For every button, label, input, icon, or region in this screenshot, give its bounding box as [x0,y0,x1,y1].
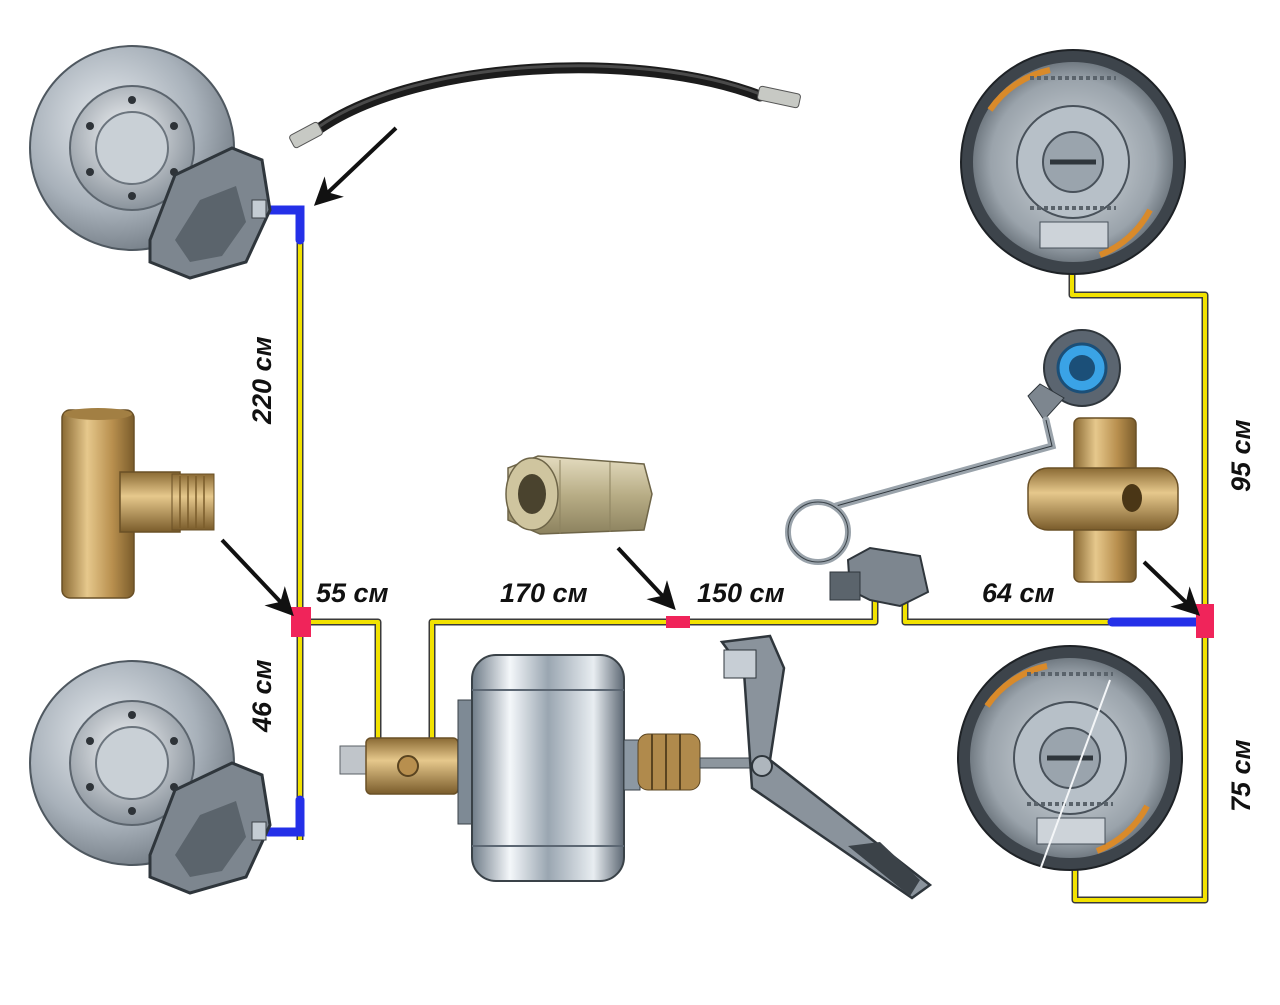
rear-drum-brake-icon [957,645,1183,871]
tee-fitting-front [291,607,311,637]
front-disc-brake-icon [29,45,272,280]
brake-pipe-network [296,230,1209,904]
arrow-nut-to-coupling [616,546,676,611]
label-front-left-riser: 220 см [247,336,277,425]
master-cylinder-icon [339,737,459,795]
front-disc-brake-lower [29,660,272,895]
label-regulator-to-rear-tee: 64 см [982,578,1055,608]
hose-front-left-lower [263,795,305,837]
brass-tee-part [61,408,215,599]
pressure-regulator-icon [785,329,1121,608]
brake-hose-part [289,62,801,149]
brass-tee-fitting-icon [61,408,215,599]
coupling-nut-part [505,455,653,535]
front-disc-brake-icon [29,660,272,895]
label-rear-tee-to-lower-drum: 75 см [1226,739,1256,812]
brake-pedal-part [719,634,933,900]
label-rear-tee-to-upper-drum: 95 см [1226,419,1256,492]
rear-drum-brake-lower [957,645,1183,871]
label-front-left-lower: 46 см [247,659,277,733]
brake-pedal-icon [719,634,933,900]
coupling-fitting-middle [666,616,690,628]
arrow-rear-tee-to-junction [1142,560,1201,616]
pressure-regulator-part [785,329,1121,608]
brake-booster-icon [457,654,757,882]
front-disc-brake-upper [29,45,272,280]
booster-assembly [339,654,757,882]
flexible-hoses [260,205,1201,837]
rear-brass-tee-part [1027,417,1179,583]
brake-hose-icon [289,62,801,149]
label-front-tee-to-master: 55 см [316,578,389,608]
arrow-hose-to-caliper [313,126,398,206]
rear-drum-brake-icon [960,49,1186,275]
dimension-labels: 220 см 46 см 55 см 170 см 150 см 64 см 9… [247,336,1256,812]
tee-fitting-rear [1196,604,1214,638]
pipe-tee-to-master [300,618,382,740]
hose-front-left-upper [260,205,305,245]
rear-drum-brake-upper [960,49,1186,275]
arrow-tee-to-junction [220,538,294,617]
pipe-coupling-nut-icon [505,455,653,535]
label-coupling-to-regulator: 150 см [697,578,785,608]
pipe-fittings [291,604,1214,638]
label-master-to-coupling: 170 см [500,578,588,608]
brass-tee-fitting-icon [1027,417,1179,583]
